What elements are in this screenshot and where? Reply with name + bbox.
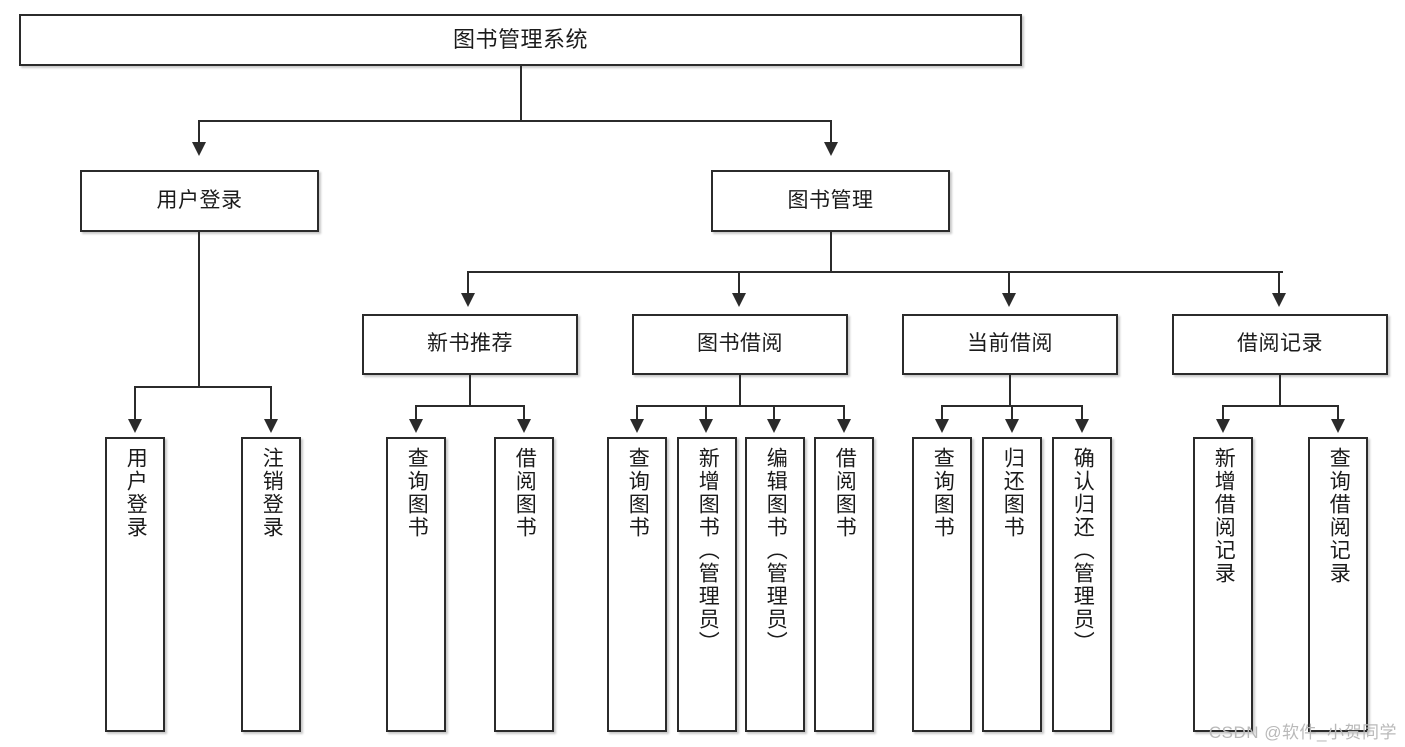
- arrowhead-to-current-borrow: [1002, 293, 1016, 307]
- connector-level3-drop-3: [1008, 271, 1010, 295]
- connector-new-book-drop-1: [415, 405, 417, 421]
- arrowhead-leaf-borrow-book-2: [837, 419, 851, 433]
- connector-borrow-record-bus: [1222, 405, 1337, 407]
- arrowhead-leaf-add-record: [1216, 419, 1230, 433]
- connector-borrow-record-stem: [1279, 375, 1281, 406]
- connector-current-borrow-drop-1: [941, 405, 943, 421]
- connector-root-drop-left: [198, 120, 200, 145]
- arrowhead-to-book-borrow: [732, 293, 746, 307]
- node-user-login[interactable]: 用户登录: [80, 170, 319, 232]
- connector-book-borrow-drop-3: [773, 405, 775, 421]
- node-label: 新增借阅记录: [1212, 447, 1236, 585]
- connector-new-book-bus: [415, 405, 523, 407]
- node-root-system[interactable]: 图书管理系统: [19, 14, 1022, 66]
- leaf-borrow-book[interactable]: 借阅图书: [814, 437, 874, 732]
- leaf-query-borrow-record[interactable]: 查询借阅记录: [1308, 437, 1368, 732]
- connector-root-drop-right: [830, 120, 832, 145]
- connector-level3-drop-4: [1278, 271, 1280, 295]
- connector-new-book-drop-2: [523, 405, 525, 421]
- connector-book-borrow-stem: [739, 375, 741, 406]
- leaf-add-borrow-record[interactable]: 新增借阅记录: [1193, 437, 1253, 732]
- connector-level3-drop-1: [467, 271, 469, 295]
- connector-user-login-drop-1: [134, 386, 136, 421]
- leaf-borrow-book-recommend[interactable]: 借阅图书: [494, 437, 554, 732]
- leaf-return-book[interactable]: 归还图书: [982, 437, 1042, 732]
- connector-user-login-drop-2: [270, 386, 272, 421]
- node-borrow-record[interactable]: 借阅记录: [1172, 314, 1388, 375]
- node-label: 图书管理系统: [452, 27, 588, 53]
- watermark-text: CSDN @软件_小贺同学: [1208, 723, 1397, 742]
- leaf-query-book-borrow[interactable]: 查询图书: [607, 437, 667, 732]
- node-label: 编辑图书（管理员）: [764, 447, 788, 654]
- connector-current-borrow-drop-2: [1011, 405, 1013, 421]
- node-label: 查询图书: [931, 447, 955, 539]
- node-label: 查询图书: [405, 447, 429, 539]
- leaf-confirm-return-admin[interactable]: 确认归还（管理员）: [1052, 437, 1112, 732]
- arrowhead-leaf-return-book: [1005, 419, 1019, 433]
- node-label: 图书管理: [787, 188, 874, 212]
- connector-book-borrow-bus: [636, 405, 843, 407]
- connector-borrow-record-drop-2: [1337, 405, 1339, 421]
- node-label: 当前借阅: [967, 332, 1053, 356]
- arrowhead-leaf-query-book-3: [935, 419, 949, 433]
- leaf-edit-book-admin[interactable]: 编辑图书（管理员）: [745, 437, 805, 732]
- connector-current-borrow-drop-3: [1081, 405, 1083, 421]
- arrowhead-leaf-query-record: [1331, 419, 1345, 433]
- node-label: 用户登录: [156, 188, 243, 212]
- leaf-query-book-recommend[interactable]: 查询图书: [386, 437, 446, 732]
- node-label: 新书推荐: [427, 332, 513, 356]
- node-label: 确认归还（管理员）: [1071, 447, 1095, 654]
- arrowhead-to-new-book: [461, 293, 475, 307]
- connector-root-stem: [520, 66, 522, 121]
- leaf-user-login[interactable]: 用户登录: [105, 437, 165, 732]
- arrowhead-to-user-login: [192, 142, 206, 156]
- connector-root-bus: [198, 120, 832, 122]
- arrowhead-to-book-manage: [824, 142, 838, 156]
- connector-current-borrow-stem: [1009, 375, 1011, 406]
- connector-book-borrow-drop-4: [843, 405, 845, 421]
- leaf-add-book-admin[interactable]: 新增图书（管理员）: [677, 437, 737, 732]
- connector-user-login-stem: [198, 232, 200, 387]
- arrowhead-leaf-user-login: [128, 419, 142, 433]
- connector-new-book-stem: [469, 375, 471, 406]
- connector-book-borrow-drop-2: [705, 405, 707, 421]
- arrowhead-leaf-query-book-1: [409, 419, 423, 433]
- connector-level3-bus: [467, 271, 1283, 273]
- node-label: 借阅记录: [1237, 332, 1323, 356]
- leaf-query-book-current[interactable]: 查询图书: [912, 437, 972, 732]
- node-label: 查询借阅记录: [1327, 447, 1351, 585]
- node-label: 借阅图书: [513, 447, 537, 539]
- leaf-logout[interactable]: 注销登录: [241, 437, 301, 732]
- node-label: 归还图书: [1001, 447, 1025, 539]
- node-label: 借阅图书: [833, 447, 857, 539]
- node-label: 图书借阅: [697, 332, 783, 356]
- connector-user-login-bus: [134, 386, 270, 388]
- connector-borrow-record-drop-1: [1222, 405, 1224, 421]
- connector-level3-drop-2: [738, 271, 740, 295]
- arrowhead-leaf-logout: [264, 419, 278, 433]
- arrowhead-leaf-add-book: [699, 419, 713, 433]
- arrowhead-to-borrow-record: [1272, 293, 1286, 307]
- arrowhead-leaf-borrow-book-1: [517, 419, 531, 433]
- node-current-borrow[interactable]: 当前借阅: [902, 314, 1118, 375]
- node-book-borrow[interactable]: 图书借阅: [632, 314, 848, 375]
- connector-book-borrow-drop-1: [636, 405, 638, 421]
- arrowhead-leaf-confirm-return: [1075, 419, 1089, 433]
- arrowhead-leaf-edit-book: [767, 419, 781, 433]
- node-label: 查询图书: [626, 447, 650, 539]
- node-label: 注销登录: [260, 447, 284, 539]
- node-book-manage[interactable]: 图书管理: [711, 170, 950, 232]
- node-label: 用户登录: [124, 447, 148, 539]
- connector-book-manage-stem: [830, 232, 832, 272]
- node-label: 新增图书（管理员）: [696, 447, 720, 654]
- node-new-book-recommend[interactable]: 新书推荐: [362, 314, 578, 375]
- arrowhead-leaf-query-book-2: [630, 419, 644, 433]
